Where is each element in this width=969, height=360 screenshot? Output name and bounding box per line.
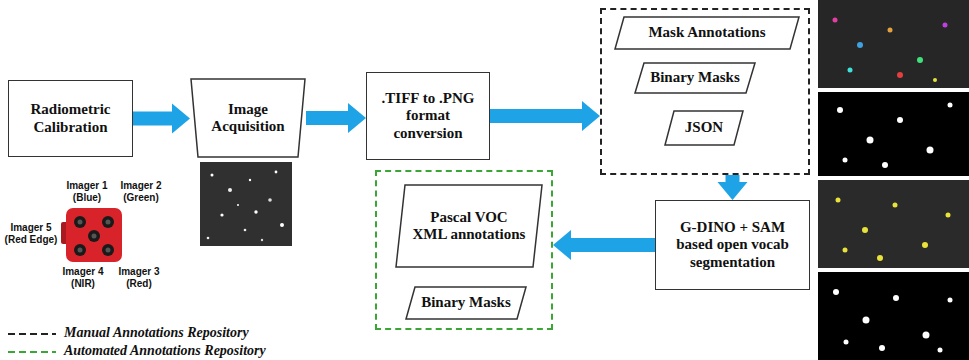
manual-operation-trapezoid: Image Acquisition [190,78,306,158]
data-parallelogram: JSON [664,110,744,146]
imager-label: Imager 2 (Green) [116,180,166,203]
node-text: Binary Masks [650,69,740,86]
node-text: Mask Annotations [648,24,765,41]
node-text: Binary Masks [421,294,511,311]
node-text: JSON [685,119,723,136]
legend-text: Automated Annotations Repository [64,343,266,359]
result-images [818,0,969,360]
process-box: G-DINO + SAM based open vocab segmentati… [655,200,810,290]
shape-outline [635,63,755,93]
data-parallelogram: Mask Annotations [614,16,800,50]
data-parallelogram: Binary Masks [405,286,527,320]
legend-sample-green-dashed [8,351,56,353]
repository-group: Pascal VOC XML annotationsBinary Masks [375,170,553,330]
acquired-image [200,162,292,246]
flow-arrow [553,230,655,260]
node-text: Radiometric Calibration [17,101,124,136]
repository-group: Mask AnnotationsBinary MasksJSON [600,8,810,175]
data-parallelogram: Binary Masks [634,62,756,94]
shape-outline [665,111,743,145]
shape-outline [191,79,305,157]
node-text: .TIFF to .PNG format conversion [375,90,481,142]
flow-arrow [490,101,600,131]
imager-label: Imager 4 (NIR) [58,266,108,289]
shape-outline [406,287,526,319]
shape-outline [396,185,542,267]
node-text: Pascal VOC XML annotations [411,209,527,244]
imager-label: Imager 3 (Red) [114,266,164,289]
legend-text: Manual Annotations Repository [64,325,249,341]
camera-illustration [61,208,122,262]
process-box: .TIFF to .PNG format conversion [366,72,490,160]
legend-sample-black-dashed [8,333,56,335]
shape-outline [615,17,799,49]
flow-arrow [306,103,366,133]
imager-label: Imager 5 (Red Edge) [2,222,60,245]
imager-label: Imager 1 (Blue) [64,180,110,203]
flow-arrow [133,104,190,134]
process-box: Radiometric Calibration [8,80,133,157]
node-text: Image Acquisition [202,101,294,136]
flow-arrow [718,175,748,200]
node-text: G-DINO + SAM based open vocab segmentati… [664,219,801,271]
data-parallelogram: Pascal VOC XML annotations [395,184,543,268]
